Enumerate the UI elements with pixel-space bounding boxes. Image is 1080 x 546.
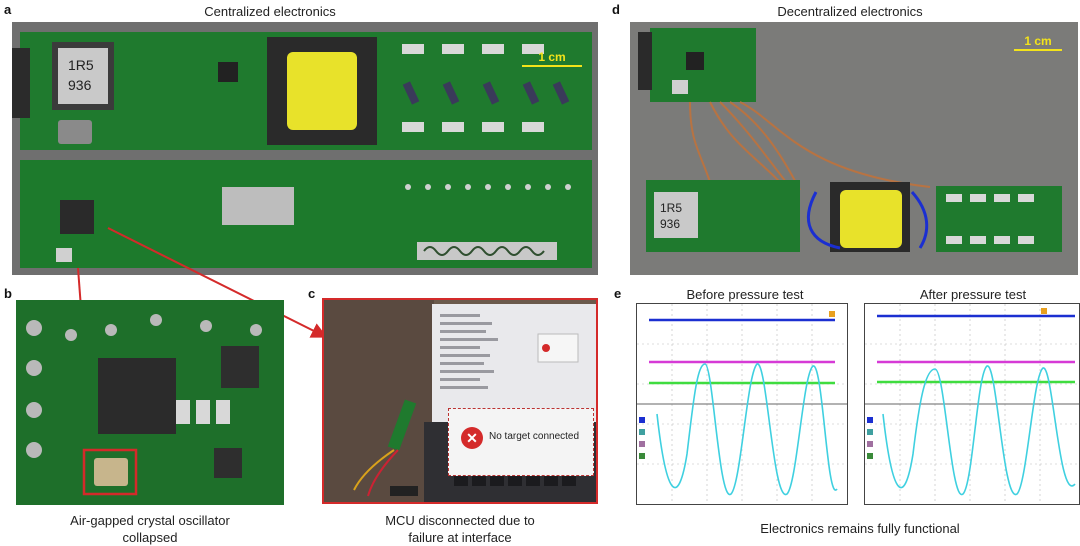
- error-icon: ✕: [461, 427, 483, 449]
- no-target-message: No target connected: [489, 431, 580, 442]
- panel-d-title: Decentralized electronics: [777, 4, 923, 19]
- no-target-dialog: ✕ No target connected: [448, 408, 594, 476]
- panel-a-letter: a: [4, 2, 12, 17]
- panel-c-caption: MCU disconnected due to failure at inter…: [322, 512, 598, 546]
- svg-text:936: 936: [68, 77, 92, 93]
- panel-d-letter: d: [612, 2, 620, 17]
- panel-b-caption-line2: collapsed: [122, 530, 178, 545]
- scope-after: [864, 303, 1080, 505]
- panel-b-letter: b: [4, 286, 12, 301]
- scope-before: [636, 303, 848, 505]
- centralized-electronics-photo: 1R5 936 1 cm: [12, 22, 598, 275]
- panel-e-left-title: Before pressure test: [686, 287, 804, 302]
- panel-c-letter: c: [308, 286, 316, 301]
- panel-d-scale-label: 1 cm: [1024, 34, 1052, 48]
- panel-e-letter: e: [614, 286, 622, 301]
- svg-text:1R5: 1R5: [68, 57, 94, 73]
- panel-c-caption-line1: MCU disconnected due to: [385, 513, 535, 528]
- panel-b-caption: Air-gapped crystal oscillator collapsed: [16, 512, 284, 546]
- svg-text:1R5: 1R5: [660, 201, 682, 215]
- panel-b-caption-line1: Air-gapped crystal oscillator: [70, 513, 230, 528]
- panel-e-right-title: After pressure test: [919, 287, 1027, 302]
- svg-text:936: 936: [660, 217, 680, 231]
- panel-c-caption-line2: failure at interface: [408, 530, 512, 545]
- panel-a-scale-label: 1 cm: [538, 50, 566, 64]
- mcu-disconnected-photo: ✕ No target connected: [322, 298, 598, 504]
- panel-d-scale-bar: 1 cm: [1014, 34, 1062, 51]
- panel-a-scale-bar: 1 cm: [522, 50, 582, 67]
- crystal-oscillator-closeup-photo: [16, 300, 284, 505]
- decentralized-electronics-photo: 1R5 936 1 cm: [630, 22, 1078, 275]
- panel-a-title: Centralized electronics: [204, 4, 336, 19]
- panel-e-caption: Electronics remains fully functional: [760, 521, 960, 536]
